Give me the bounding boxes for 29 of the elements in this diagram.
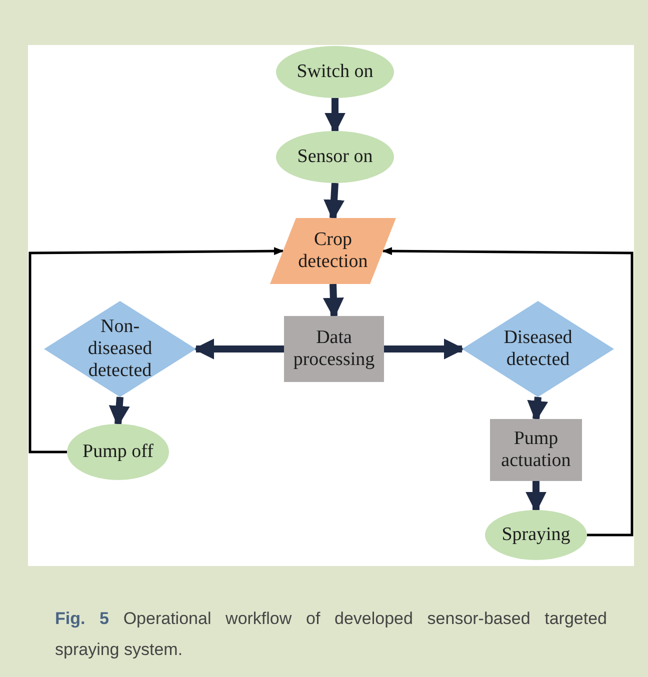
arrow <box>322 284 344 319</box>
terminal-ellipse <box>276 131 394 183</box>
decision-diamond <box>44 301 196 397</box>
node-label: Spraying <box>500 524 572 546</box>
node-label: Data processing <box>292 327 376 371</box>
arrow <box>527 396 548 422</box>
arrow <box>108 396 130 427</box>
arrow <box>382 247 634 536</box>
input-parallelogram <box>270 218 396 284</box>
arrow <box>193 338 284 360</box>
terminal-ellipse <box>276 46 394 98</box>
node-label: Pump actuation <box>500 428 572 472</box>
node-label: Pump off <box>82 441 154 463</box>
arrow <box>28 247 284 454</box>
terminal-ellipse <box>67 424 169 480</box>
node-label: Diseased detected <box>502 327 574 371</box>
arrow <box>384 338 465 360</box>
arrow <box>324 182 345 221</box>
arrow <box>526 481 546 513</box>
arrow <box>324 98 346 134</box>
process-box <box>284 316 384 382</box>
node-label: Sensor on <box>296 146 374 168</box>
node-label: Switch on <box>296 61 374 83</box>
node-label: Non-diseased detected <box>86 316 154 382</box>
terminal-ellipse <box>485 510 587 560</box>
decision-diamond <box>462 301 614 397</box>
node-label: Crop detection <box>297 229 369 273</box>
process-box <box>490 419 582 481</box>
figure-caption: Fig. 5 Operational workflow of developed sensor-based targeted spraying system. <box>55 608 607 661</box>
